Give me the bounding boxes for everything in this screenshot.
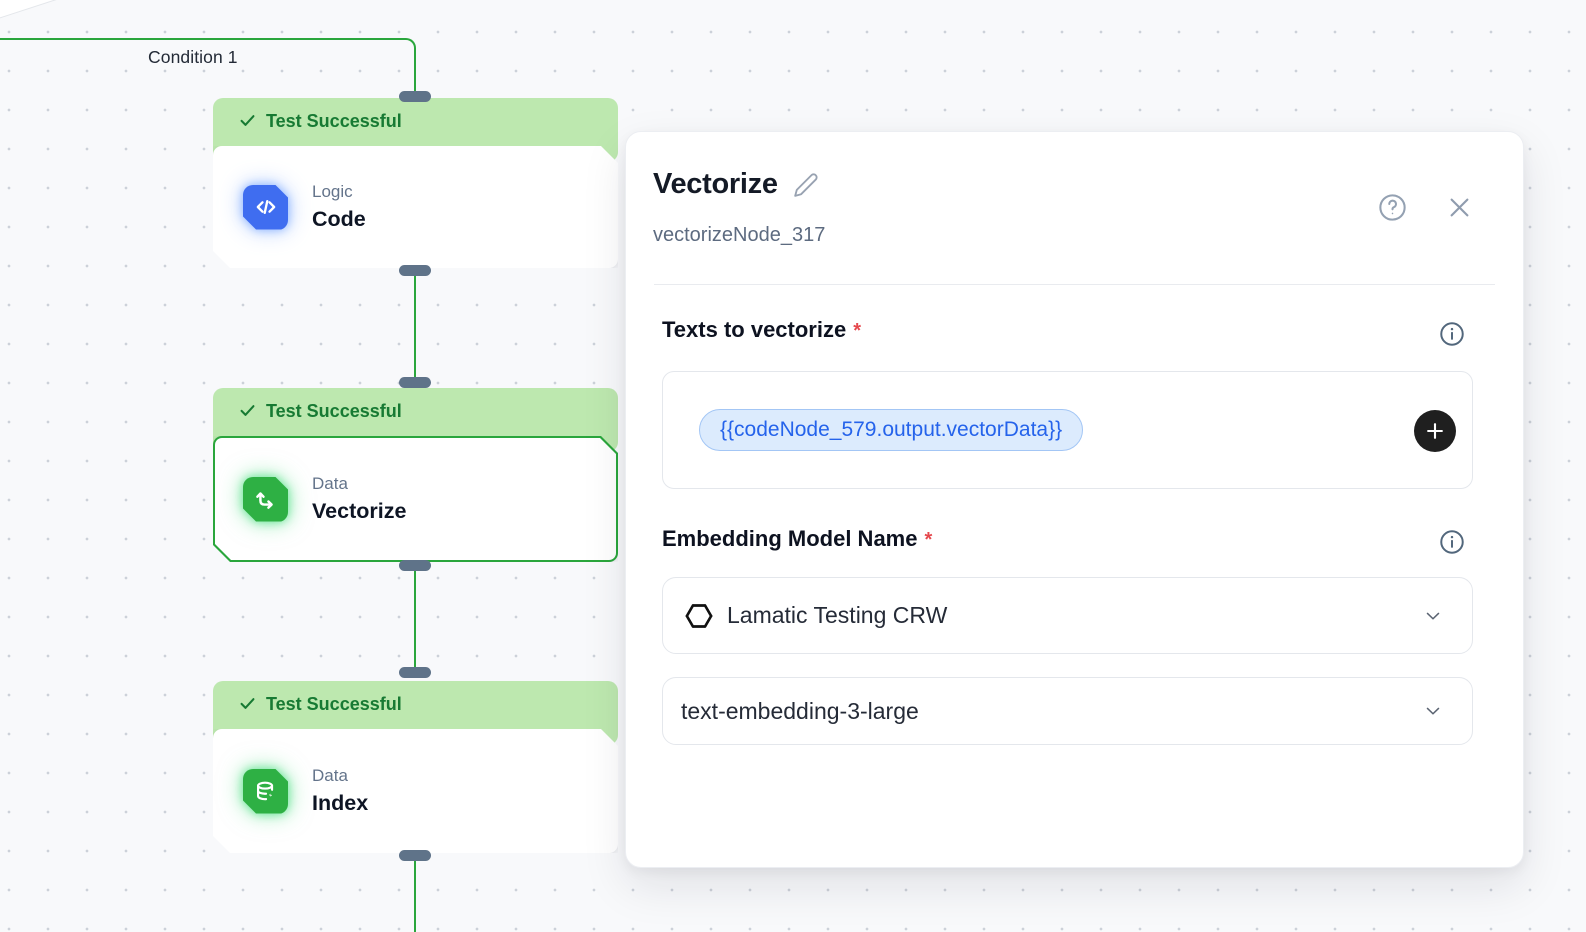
divider <box>654 284 1495 285</box>
node-vectorize-card[interactable]: Data Vectorize <box>213 436 618 562</box>
panel-title: Vectorize <box>653 168 778 200</box>
provider-select[interactable]: Lamatic Testing CRW <box>662 577 1473 654</box>
provider-select-value: Lamatic Testing CRW <box>727 602 948 628</box>
node-category: Data <box>312 766 348 785</box>
check-icon <box>240 698 255 709</box>
node-name: Index <box>312 791 369 815</box>
partial-node-fragment <box>0 0 65 29</box>
condition-branch-label: Condition 1 <box>148 47 238 67</box>
handle-vectorize-top[interactable] <box>399 377 431 388</box>
model-select-value: text-embedding-3-large <box>681 697 919 724</box>
node-category: Data <box>312 474 348 493</box>
database-bolt-icon <box>243 769 288 814</box>
edge-vectorize-to-index <box>413 566 416 670</box>
edge-index-out <box>413 856 416 932</box>
node-code-card[interactable]: Logic Code <box>213 146 618 268</box>
node-name: Vectorize <box>312 499 407 523</box>
help-icon[interactable] <box>1377 192 1408 223</box>
model-select[interactable]: text-embedding-3-large <box>662 677 1473 745</box>
openai-logo-icon <box>685 603 713 628</box>
handle-index-top[interactable] <box>399 667 431 678</box>
vectorize-config-panel: Vectorize vectorizeNode_317 Texts to vec… <box>625 131 1524 868</box>
add-text-button[interactable] <box>1414 410 1456 452</box>
handle-index-bottom[interactable] <box>399 850 431 861</box>
edge-code-to-vectorize <box>413 272 416 380</box>
close-icon[interactable] <box>1446 194 1473 221</box>
texts-to-vectorize-input[interactable]: {{codeNode_579.output.vectorData}} <box>662 371 1473 489</box>
node-name: Code <box>312 207 366 231</box>
variable-chip[interactable]: {{codeNode_579.output.vectorData}} <box>699 409 1084 451</box>
code-icon <box>243 185 288 230</box>
handle-code-bottom[interactable] <box>399 265 431 276</box>
info-icon[interactable] <box>1438 320 1466 353</box>
required-asterisk: * <box>853 320 862 342</box>
node-index[interactable]: Test Successful Data <box>213 681 618 853</box>
handle-code-top[interactable] <box>399 91 431 102</box>
node-code[interactable]: Test Successful Logic Code <box>213 98 618 270</box>
handle-vectorize-bottom[interactable] <box>399 560 431 571</box>
texts-to-vectorize-label: Texts to vectorize* <box>662 317 862 342</box>
badge-label: Test Successful <box>266 694 402 714</box>
edit-pencil-icon[interactable] <box>793 172 819 198</box>
chevron-down-icon <box>1426 707 1440 715</box>
node-id-label: vectorizeNode_317 <box>653 224 826 246</box>
vector-axes-icon <box>243 477 288 522</box>
required-asterisk: * <box>924 529 933 551</box>
edge-condition-branch <box>0 38 416 96</box>
badge-label: Test Successful <box>266 401 402 421</box>
node-index-card[interactable]: Data Index <box>213 729 618 853</box>
check-icon <box>240 405 255 416</box>
check-icon <box>240 115 255 126</box>
node-category: Logic <box>312 182 353 201</box>
chevron-down-icon <box>1426 612 1440 620</box>
embedding-model-name-label: Embedding Model Name* <box>662 526 933 551</box>
badge-label: Test Successful <box>266 111 402 131</box>
info-icon[interactable] <box>1438 528 1466 561</box>
node-vectorize[interactable]: Test Successful Data Vectorize <box>213 388 618 564</box>
